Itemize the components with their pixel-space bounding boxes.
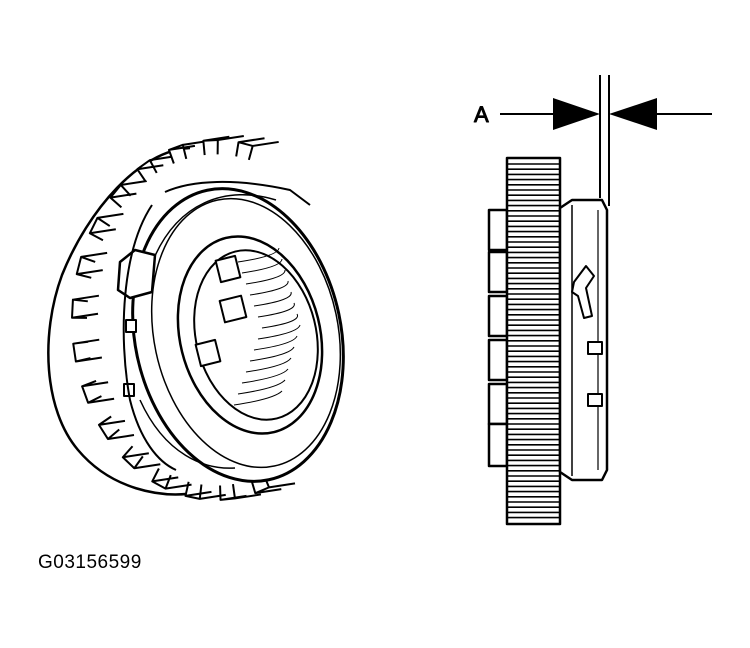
gear-tooth [75, 251, 108, 279]
hub-tab [125, 319, 137, 333]
gear-side-view: A [474, 75, 712, 526]
gear-rim-teeth [507, 163, 560, 519]
gear-tooth [235, 137, 279, 161]
figure-id: G03156599 [38, 552, 142, 573]
bore-thread-line [233, 390, 283, 406]
hub-side-band [122, 204, 177, 471]
snap-ring-clip [571, 265, 595, 319]
flange-notch [587, 341, 603, 355]
gear-tooth [184, 481, 226, 500]
gear-tooth [72, 338, 103, 363]
gear-tooth [88, 212, 124, 242]
bore-thread-line [245, 357, 292, 373]
gear-tooth [202, 135, 244, 156]
front-face-ring [149, 193, 277, 269]
bore-thread-line [261, 313, 299, 329]
gear-tooth [97, 415, 135, 441]
bore-notch [214, 254, 242, 284]
gear-tooth [219, 484, 262, 501]
gear-tooth [81, 380, 115, 404]
front-face-ring-lower [139, 399, 236, 469]
front-rim-inner [150, 197, 342, 469]
inner-bore-outer [176, 235, 324, 435]
gear-tooth [121, 445, 161, 470]
gear-perspective-view [47, 135, 345, 501]
bore-thread-line [249, 346, 295, 362]
dimension-arrow-right [609, 98, 657, 130]
flange-side [558, 198, 609, 482]
bore-thread-line [237, 379, 286, 395]
bore-thread-line [237, 247, 280, 263]
bore-thread-line [253, 335, 298, 351]
bore-thread-line [245, 269, 286, 285]
hub-steps [487, 208, 509, 468]
bore-thread-line [257, 324, 301, 340]
gear-teeth [71, 135, 296, 501]
dimension-arrow-left [553, 98, 600, 130]
gear-tooth [71, 294, 100, 319]
bore-notch [218, 294, 248, 324]
hub-step [487, 382, 509, 426]
hub-step [487, 338, 509, 382]
hub-step [487, 208, 509, 252]
hub-step [487, 250, 509, 294]
dimension-label: A [474, 102, 489, 127]
hub-step [487, 422, 509, 468]
bore-threads [233, 247, 301, 406]
bore-thread-line [241, 258, 283, 274]
hub-step [487, 294, 509, 338]
flange-notch [587, 393, 603, 407]
bore-thread-line [241, 368, 289, 384]
gear-tooth [151, 468, 192, 490]
bore-thread-line [249, 280, 289, 296]
bore-thread-line [257, 302, 295, 318]
gear-tooth [109, 179, 147, 209]
bore-thread-line [253, 291, 292, 307]
front-rim-outer [131, 187, 345, 483]
bore-notch [194, 338, 222, 368]
hub-lug [116, 248, 157, 300]
hub-side-band-2 [164, 181, 311, 206]
